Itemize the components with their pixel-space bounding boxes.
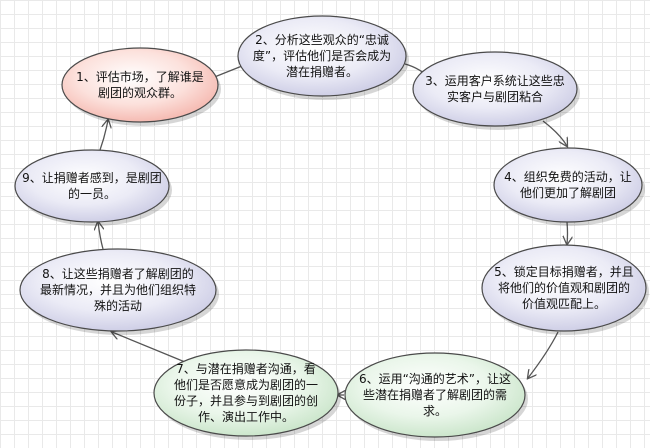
node-label-line: 5、锁定目标捐赠者，并且 [494,264,634,279]
node-label-line: 8、让这些捐赠者了解剧团的 [42,266,194,281]
node-ellipse [19,248,217,332]
node-label-line: 的一员。 [68,186,116,201]
node-label-line: 些潜在捐赠者了解剧团的需 [363,387,507,402]
node-label-line: 价值观匹配上。 [522,296,606,311]
node-label-line: 求。 [423,404,447,418]
node-label-line: 7、与潜在捐赠者沟通，看 [176,362,316,376]
arrow-n7-to-n8 [112,332,186,363]
node-label-line: 度”，评估他们是否会成为 [253,48,391,63]
node-label-line: 他们是否愿意成为剧团的一 [174,377,318,392]
node-ellipse [481,244,647,332]
arrow-n9-to-n1 [99,120,108,151]
arrow-n5-to-n6 [528,331,559,378]
nodes-layer: 1、评估市场，了解谁是剧团的观众群。2、分析这些观众的“忠诚度”，评估他们是否会… [14,15,649,441]
node-label-line: 3、运用客户系统让这些忠 [425,73,565,88]
node-ellipse [493,147,643,223]
node-label-line: 剧团的观众群。 [98,85,182,100]
node-label-line: 他们更加了解剧团 [520,185,616,200]
node-ellipse [344,352,526,438]
node-label-line: 2、分析这些观众的“忠诚 [255,32,389,47]
node-label-line: 份子，并且参与到剧团的创 [174,393,318,408]
arrow-n8-to-n9 [98,222,103,250]
node-label-line: 6、运用“沟通的艺术”，让这 [359,371,511,386]
node-ellipse [237,15,407,97]
arrow-n3-to-n4 [542,120,567,146]
node-label-line: 最新情况，并且为他们组织特 [40,282,196,297]
edges-layer [98,62,568,395]
node-ellipse [14,149,170,223]
node-ellipse [153,349,339,437]
node-label-line: 潜在捐赠者。 [286,65,358,79]
node-ellipse [61,47,219,123]
process-node-7: 7、与潜在捐赠者沟通，看他们是否愿意成为剧团的一份子，并且参与到剧团的创作、演出… [153,349,341,440]
node-label-line: 殊的活动 [94,298,142,313]
node-label-line: 9、让捐赠者感到，是剧团 [22,170,162,185]
arrow-n4-to-n5 [567,221,568,244]
node-label-line: 实客户与剧团粘合 [447,89,543,104]
node-ellipse [412,51,578,127]
node-label-line: 4、组织免费的活动，让 [504,169,632,184]
node-label-line: 将他们的价值观和剧团的 [498,280,630,295]
node-label-line: 作、演出工作中。 [198,409,294,424]
node-label-line: 1、评估市场，了解谁是 [76,69,204,84]
